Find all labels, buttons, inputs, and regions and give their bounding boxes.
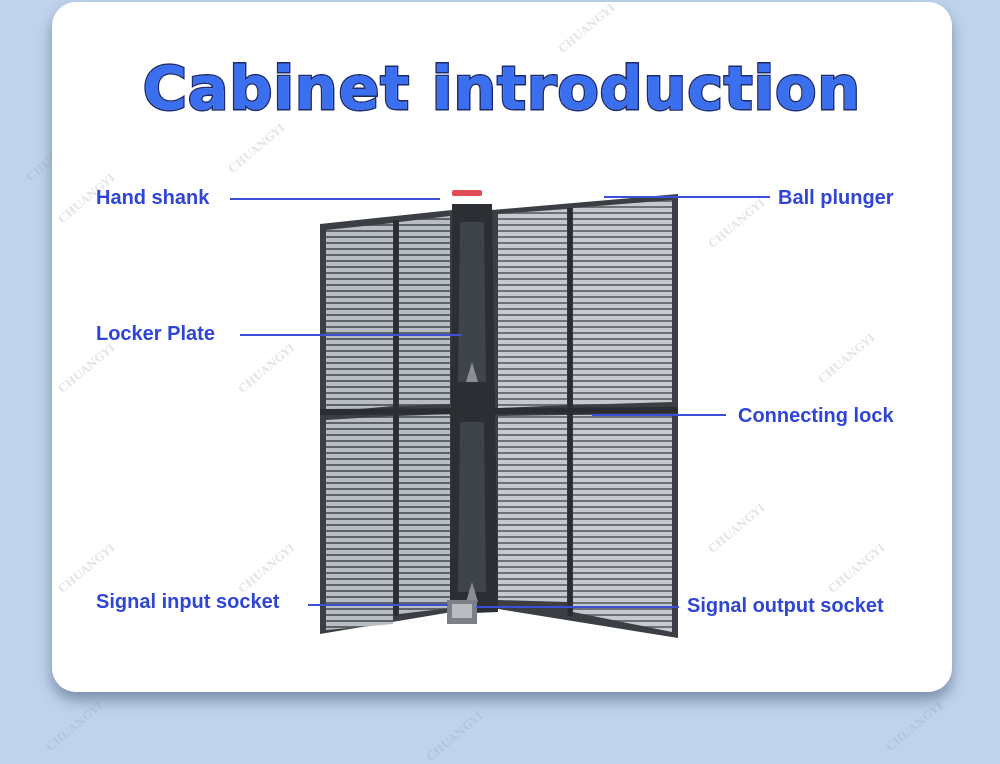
page-title: Cabinet introduction [141, 53, 862, 126]
signal-output-leader [476, 606, 679, 608]
connecting-lock-leader [592, 414, 726, 416]
watermark: CHUANGYI [43, 699, 106, 754]
hand-shank-leader [230, 198, 440, 200]
hand-shank-label: Hand shank [96, 187, 210, 209]
ball-plunger-leader [604, 196, 770, 198]
watermark: CHUANGYI [883, 699, 946, 754]
ball-plunger-label: Ball plunger [778, 187, 894, 209]
watermark: CHUANGYI [423, 709, 486, 764]
signal-input-label: Signal input socket [96, 591, 280, 613]
cabinet-illustration [319, 190, 679, 638]
locker-plate-leader [240, 334, 462, 336]
content-card: CHUANGYI CHUANGYI CHUANGYI CHUANGYI CHUA… [52, 2, 952, 692]
locker-plate-label: Locker Plate [96, 323, 215, 345]
signal-output-label: Signal output socket [687, 595, 884, 617]
signal-input-leader [308, 604, 448, 606]
connecting-lock-label: Connecting lock [738, 405, 894, 427]
